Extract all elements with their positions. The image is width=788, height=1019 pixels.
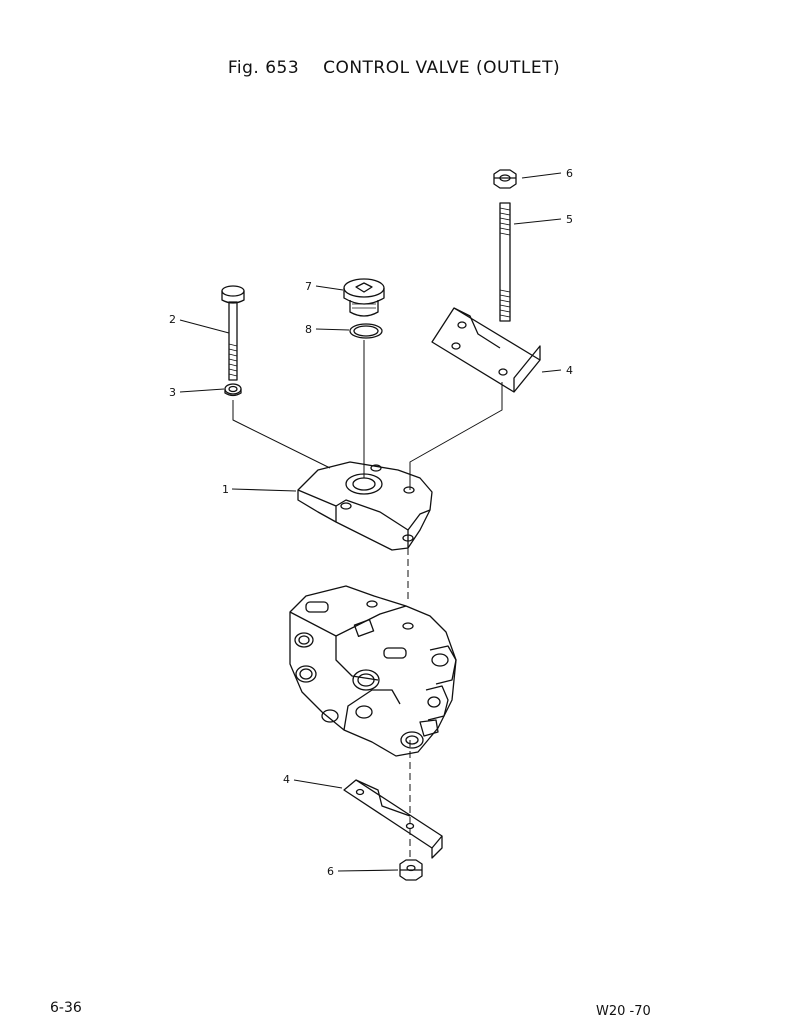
part-8-o-ring [349,323,383,339]
figure-number: Fig. 653 [227,58,300,78]
part-7-plug [343,278,385,317]
callout-4-bottom: 4 [283,773,290,786]
page-number: 6-36 [50,1000,82,1016]
callout-8: 8 [305,323,312,336]
alignment-line-stud [409,382,503,490]
callout-7: 7 [305,280,312,293]
callout-1: 1 [222,483,229,496]
control-valve-body [289,585,457,757]
callout-labels: 6 5 4 7 8 2 3 1 4 6 [169,167,573,878]
alignment-lines [232,340,503,860]
part-4-bracket-bottom [343,779,443,859]
callout-5: 5 [566,213,573,226]
part-5-stud [499,202,511,322]
figure-title: Fig. 653 CONTROL VALVE (OUTLET) [0,58,788,78]
part-6-nut-bottom [399,859,423,881]
leader-lines [179,172,562,872]
alignment-line-bolt [232,400,331,469]
callout-6-bottom: 6 [327,865,334,878]
part-1-outlet-cover [297,461,433,551]
callout-2: 2 [169,313,176,326]
part-2-bolt [221,285,245,381]
part-3-washer [224,383,242,397]
callout-3: 3 [169,386,176,399]
part-4-bracket-top [431,307,541,393]
drawing-code: W20 -70 [596,1004,651,1019]
figure-caption: CONTROL VALVE (OUTLET) [323,58,561,78]
callout-4-top: 4 [566,364,573,377]
callout-6-top: 6 [566,167,573,180]
part-6-nut-top [493,169,517,189]
